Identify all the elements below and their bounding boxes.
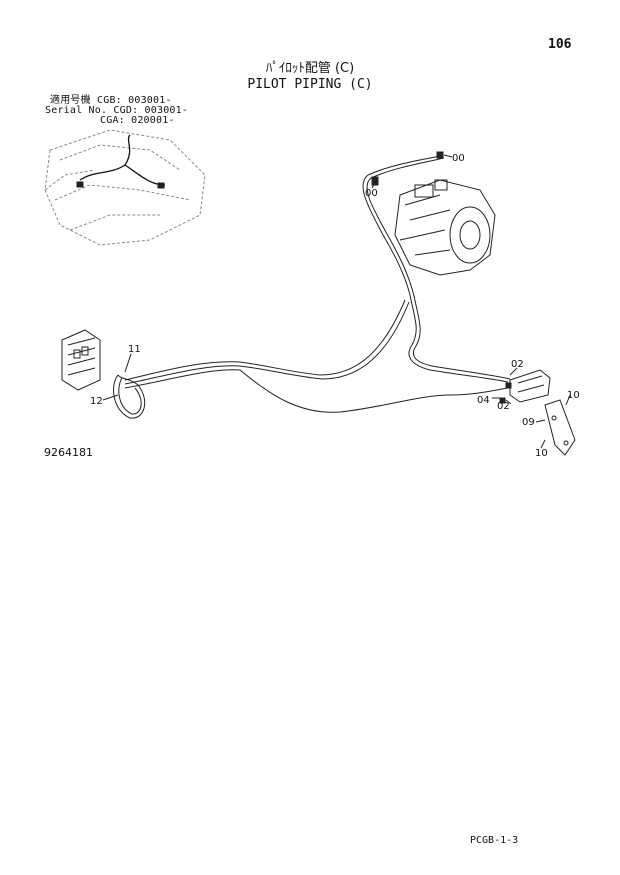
page-title-english: PILOT PIPING (C) (247, 77, 373, 92)
callout-04: 04 (477, 395, 490, 406)
callout-00-left: 00 (365, 188, 378, 199)
pump-assembly (371, 151, 496, 276)
drawing-number: 9264181 (44, 446, 93, 459)
callout-10-bottom: 10 (535, 448, 548, 459)
callout-11: 11 (128, 344, 141, 355)
callout-09: 09 (522, 417, 535, 428)
callout-10-top: 10 (567, 390, 580, 401)
page-title-japanese: ﾊﾟｲﾛｯﾄ配管 (C) (265, 61, 355, 76)
solenoid-valve-and-bracket (499, 369, 576, 456)
callout-02-bottom: 02 (497, 401, 510, 412)
serial-line-1: 適用号機 CGB: 003001- (50, 95, 172, 106)
callout-00-top: 00 (452, 153, 465, 164)
overview-pilot-line (79, 134, 166, 186)
serial-line-2: Serial No. CGD: 003001- (45, 105, 189, 116)
control-valve-block (61, 329, 101, 391)
footer-code: PCGB-1-3 (470, 835, 519, 846)
machine-overview-sketch (44, 129, 206, 246)
page-number: 106 (548, 37, 572, 52)
serial-line-3: CGA: 020001- (100, 115, 175, 126)
callout-12: 12 (90, 396, 103, 407)
callout-02-top: 02 (511, 359, 524, 370)
